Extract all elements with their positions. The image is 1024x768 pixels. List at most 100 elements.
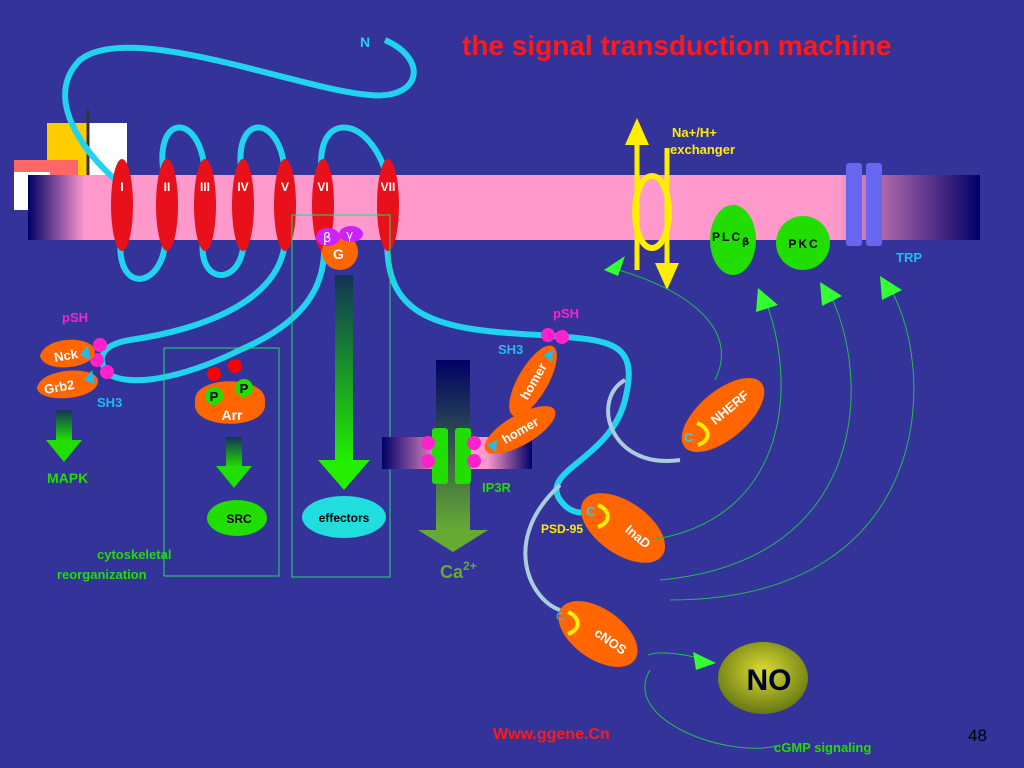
pshrm-right-label: pSH	[553, 306, 579, 321]
nherf-pdz-domain	[696, 421, 710, 447]
ca-label: Ca2+	[440, 559, 477, 582]
inad-protein	[580, 493, 666, 563]
na-h-exchanger-label-2: exchanger	[670, 142, 735, 157]
arr-pathway-box	[163, 347, 280, 577]
homer-dot-1	[541, 328, 555, 342]
homer-protein-2	[484, 406, 556, 454]
ip3r-dot-3	[467, 436, 481, 450]
footer-url[interactable]: Www.ggene.Cn	[493, 726, 610, 743]
ca-arrow-head	[418, 530, 488, 552]
ca-label-base: Ca	[440, 562, 464, 582]
cnos-pdz-domain	[567, 610, 580, 636]
na-h-exchanger-label-1: Na+/H+	[672, 125, 717, 140]
ip3r-right-subunit	[455, 428, 471, 484]
arrow-to-plc-head	[756, 288, 778, 312]
c-terminal-tail	[384, 229, 632, 516]
ca-label-superscript: 2+	[463, 559, 477, 573]
src-arrow-head	[216, 466, 252, 488]
ip3r-left-subunit	[432, 428, 448, 484]
g-protein-beta	[316, 228, 340, 246]
helix-I	[111, 159, 133, 251]
plc-label-base: PLC	[712, 230, 742, 244]
g-protein-gamma	[339, 226, 363, 242]
phospho-dot-1	[207, 367, 221, 381]
extracellular-loop-1	[159, 124, 208, 181]
arrow-to-trp-head	[880, 276, 902, 300]
effectors-label: effectors	[319, 511, 370, 525]
na-h-exchanger-arrow-down-head	[655, 263, 679, 290]
g-protein-gamma-label: γ	[346, 228, 353, 242]
src-oval	[207, 500, 267, 536]
ip3r-label: IP3R	[482, 480, 512, 495]
extracellular-loop-2	[237, 124, 288, 181]
helix-label-VII: VII	[381, 180, 396, 194]
no-to-bottom-curve	[644, 669, 781, 749]
pkc-oval	[776, 216, 830, 270]
no-molecule	[718, 642, 808, 714]
helix-II	[156, 159, 178, 251]
arrow-to-pkc-head	[820, 282, 842, 306]
ip3r-dot-1	[421, 436, 435, 450]
inad-c-label: C	[586, 504, 596, 519]
nherf-c-label: C	[684, 430, 694, 445]
trp-label: TRP	[896, 250, 922, 265]
helix-VI	[312, 159, 334, 251]
pshrm-left-label: pSH	[62, 310, 88, 325]
cytoskeletal-label-1: cytoskeletal	[97, 547, 171, 562]
helix-label-VI: VI	[317, 180, 328, 194]
effectors-arrow-head	[318, 460, 370, 490]
arrow-to-plc	[649, 291, 782, 541]
g-protein-beta-label: β	[323, 231, 331, 246]
sh3-left-label: SH3	[97, 395, 122, 410]
phospho-p2-label: P	[240, 381, 249, 396]
src-arrow-shaft	[226, 437, 242, 467]
ip3r-dot-2	[421, 454, 435, 468]
plc-beta-oval	[710, 205, 756, 275]
no-label: NO	[747, 664, 792, 697]
pkc-label: PKC	[788, 237, 819, 251]
psd95-label: PSD-95	[541, 522, 583, 536]
intracellular-loop-3	[98, 229, 328, 384]
helix-VII	[377, 159, 399, 251]
phospho-p1-label: P	[210, 389, 219, 404]
grb2-shape	[37, 370, 99, 399]
mapk-arrow-head	[46, 440, 82, 462]
inad-pdz-domain	[597, 503, 610, 529]
helix-label-IV: IV	[237, 180, 248, 194]
mapk-arrow-shaft	[56, 410, 72, 440]
homer-dot-2	[555, 330, 569, 344]
pshrm-dot-a	[93, 338, 107, 352]
bottom-signal-label: cGMP signaling	[774, 740, 871, 755]
page-number: 48	[968, 726, 987, 745]
nherf-protein	[681, 377, 765, 453]
arrestin-label: Arr	[221, 407, 243, 423]
cnos-scaffold-line	[523, 483, 562, 612]
nherf-scaffold-line	[606, 378, 681, 463]
helix-label-V: V	[281, 180, 289, 194]
plc-label-sub: β	[742, 237, 751, 248]
sh3-left-marker-2	[84, 370, 95, 384]
mapk-label: MAPK	[47, 470, 88, 486]
grb2-label: Grb2	[43, 377, 75, 397]
sh3-right-marker	[543, 350, 553, 362]
sh3-left-marker	[80, 345, 90, 360]
helix-label-I: I	[120, 180, 123, 194]
cnos-c-label: C	[556, 611, 564, 623]
arrow-to-pkc	[659, 284, 852, 581]
phospho-dot-2	[228, 359, 242, 373]
trp-subunit-left	[846, 163, 862, 246]
cytoskeletal-label-2: reorganization	[57, 567, 147, 582]
extracellular-loop-3	[318, 124, 391, 181]
nck-label: Nck	[53, 346, 80, 365]
n-terminal-loop	[62, 37, 417, 188]
n-terminus-label: N	[360, 34, 370, 50]
helix-label-II: II	[164, 180, 171, 194]
helix-III	[194, 159, 216, 251]
arrow-to-exchanger	[611, 267, 722, 381]
helix-IV	[232, 159, 254, 251]
nck-shape	[40, 339, 95, 368]
arrow-to-no-head	[693, 652, 716, 670]
na-h-exchanger-arrow-up-head	[625, 118, 649, 145]
